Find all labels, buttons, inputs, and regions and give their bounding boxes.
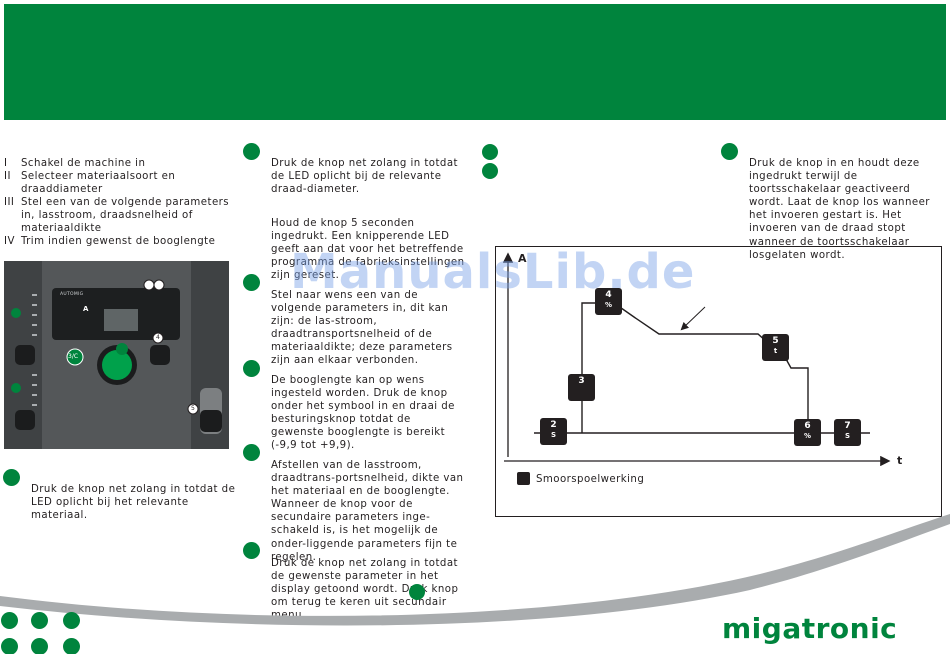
watermark-text: ManualsLib.de (290, 244, 696, 300)
step-sub: S (550, 431, 557, 439)
machine-brand-label: AUTOMIG (60, 292, 84, 297)
list-label: Stel een van de volgende parameters in, … (21, 197, 230, 235)
step-number: 5 (772, 336, 779, 346)
step-sub: S (844, 432, 851, 440)
sequence-step-7: 7 S (834, 419, 861, 446)
machine-panel-image: AUTOMIG A 3/C 4 5 (4, 261, 229, 449)
footer-dot (1, 612, 18, 629)
welding-sequence-diagram: A t 2 S 3 4 % 5 t 6 % 7 S Smoorspoelwerk… (495, 246, 942, 517)
list-label: Trim indien gewenst de booglengte (21, 236, 216, 247)
arc-length-instruction: De booglengte kan op wens ingesteld word… (271, 375, 455, 452)
step-number: 3 (578, 376, 585, 386)
footer-dot (63, 638, 80, 654)
footer-dot (31, 612, 48, 629)
step-marker-dot (243, 542, 260, 559)
material-instruction: Druk de knop net zolang in totdat de LED… (31, 484, 236, 522)
list-label: Schakel de machine in (21, 158, 146, 169)
list-number: IV (4, 236, 15, 247)
step-marker-dot (721, 143, 738, 160)
step-sub: % (803, 432, 811, 440)
step-sub: t (773, 347, 778, 355)
step-marker-dot (243, 274, 260, 291)
step-marker-dot (482, 144, 498, 160)
sequence-step-2: 2 S (540, 418, 567, 445)
list-number: I (4, 158, 8, 169)
y-axis-label: A (518, 252, 527, 265)
footer-dot (31, 638, 48, 654)
step-number: 6 (804, 421, 811, 431)
machine-a-label: A (83, 305, 89, 313)
sequence-step-6: 6 % (794, 419, 821, 446)
annotation-arrow (680, 306, 706, 331)
legend-label: Smoorspoelwerking (536, 474, 645, 485)
list-number: II (4, 171, 11, 182)
header-banner (4, 4, 946, 120)
footer-dot (63, 612, 80, 629)
step-number: 2 (550, 420, 557, 430)
step-sub: % (604, 301, 612, 309)
wire-feed-instruction: Druk de knop in en houdt deze ingedrukt … (749, 158, 930, 261)
inline-marker-dot (409, 584, 425, 600)
sequence-step-4: 4 % (595, 288, 622, 315)
sequence-step-5: 5 t (762, 334, 789, 361)
reset-instruction: Houd de knop 5 seconden ingedrukt. Een k… (271, 218, 465, 282)
migatronic-logo: migatronic (722, 612, 898, 645)
label-4: 4 (156, 334, 160, 341)
step-marker-dot (243, 360, 260, 377)
step-marker-dot (243, 143, 260, 160)
machine-panel-drawing (4, 261, 229, 449)
step-number: 7 (844, 421, 851, 431)
sequence-step-3: 3 (568, 374, 595, 401)
label-5: 5 (191, 405, 195, 412)
step-marker-dot (482, 163, 498, 179)
list-label: Selecteer materiaalsoort en draaddiamete… (21, 171, 176, 196)
secondary-menu-text: Druk de knop net zolang in totdat de gew… (271, 558, 459, 596)
current-pulse-line (581, 302, 809, 433)
label-3c: 3/C (68, 353, 79, 360)
x-axis-label: t (897, 454, 903, 467)
step-marker-dot (243, 444, 260, 461)
legend-swatch (517, 472, 530, 485)
step-number: 4 (605, 290, 612, 300)
adjustment-instruction: Afstellen van de lasstroom, draadtrans-p… (271, 460, 464, 563)
parameter-instruction: Stel naar wens een van de volgende param… (271, 290, 453, 367)
footer-dot (1, 638, 18, 654)
list-number: III (4, 197, 15, 208)
bottom-swoosh (0, 514, 950, 626)
step-marker-dot (3, 469, 20, 486)
steps-list: I Schakel de machine in II Selecteer mat… (4, 157, 244, 257)
wire-diameter-instruction: Druk de knop net zolang in totdat de LED… (271, 158, 458, 196)
